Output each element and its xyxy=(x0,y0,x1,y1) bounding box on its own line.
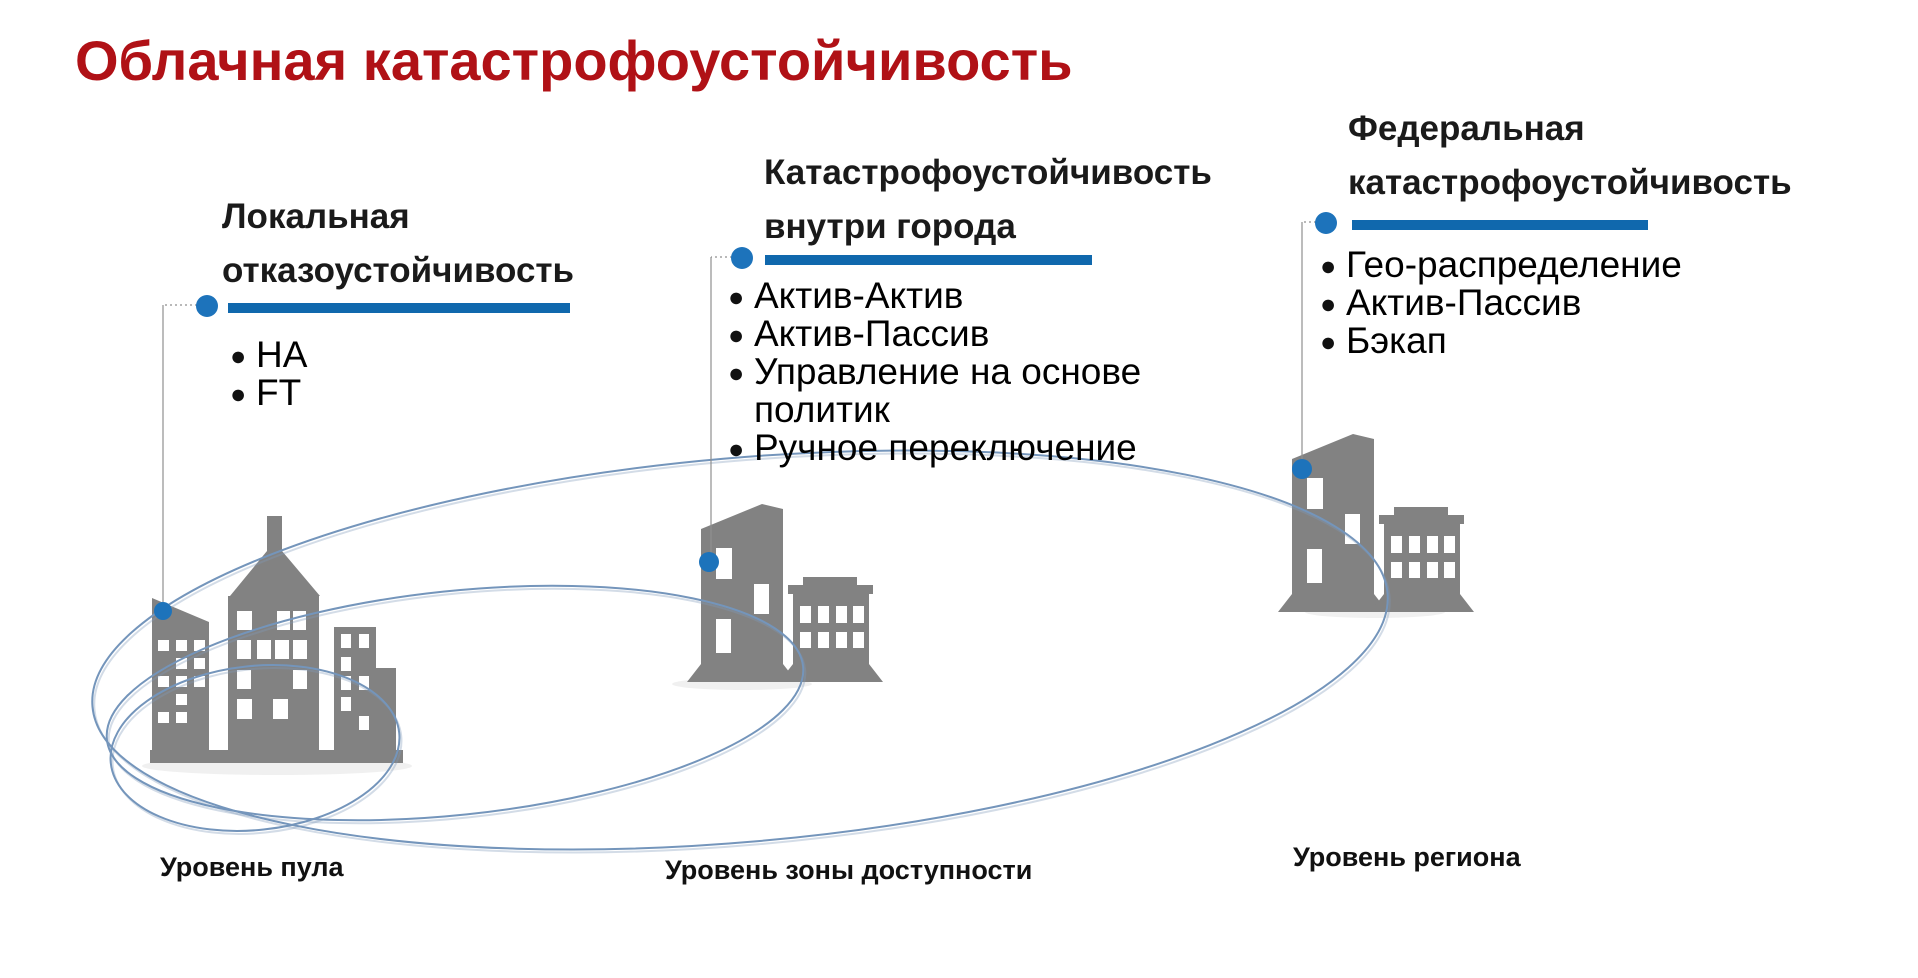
list-item: Ручное переключение xyxy=(728,429,1173,469)
connector-dot-icon xyxy=(154,212,1337,620)
heading-bars xyxy=(228,220,1648,313)
slide-title: Облачная катастрофоустойчивость xyxy=(75,29,1073,92)
local-heading-bar xyxy=(228,303,570,313)
heading-local-fault-tolerance: Локальная отказоустойчивость xyxy=(222,197,575,290)
bullet-list-city: Актив-Актив Актив-Пассив Управление на о… xyxy=(728,277,1173,469)
city-heading-bar xyxy=(765,255,1092,265)
orbit-ellipses xyxy=(91,449,1391,854)
list-item: Управление на основе политик xyxy=(728,353,1173,429)
connector-lines xyxy=(162,221,1326,603)
list-item: Актив-Пассив xyxy=(1320,284,1760,324)
level-label-availability-zone: Уровень зоны доступности xyxy=(665,855,1033,885)
list-item: Актив-Пассив xyxy=(728,315,1173,355)
list-item: Актив-Актив xyxy=(728,277,1173,317)
level-label-pool: Уровень пула xyxy=(160,852,344,882)
bullet-list-local: HA FT xyxy=(230,336,560,414)
list-item: FT xyxy=(230,374,560,414)
level-label-region: Уровень региона xyxy=(1293,842,1521,872)
list-item: Бэкап xyxy=(1320,322,1760,362)
region-ellipse xyxy=(91,449,1389,851)
heading-federal-disaster-resilience: Федеральная катастрофоустойчивость xyxy=(1348,109,1792,202)
zone-ellipse xyxy=(105,584,805,822)
federal-heading-bar xyxy=(1352,220,1648,230)
building-pair-icon xyxy=(687,504,883,682)
bullet-list-federal: Гео-распределение Актив-Пассив Бэкап xyxy=(1320,246,1760,362)
list-item: HA xyxy=(230,336,560,376)
heading-city-disaster-resilience: Катастрофоустойчивость внутри города xyxy=(764,153,1212,246)
pool-ellipse xyxy=(109,664,401,832)
list-item: Гео-распределение xyxy=(1320,246,1760,286)
city-skyline-icon xyxy=(150,516,403,763)
